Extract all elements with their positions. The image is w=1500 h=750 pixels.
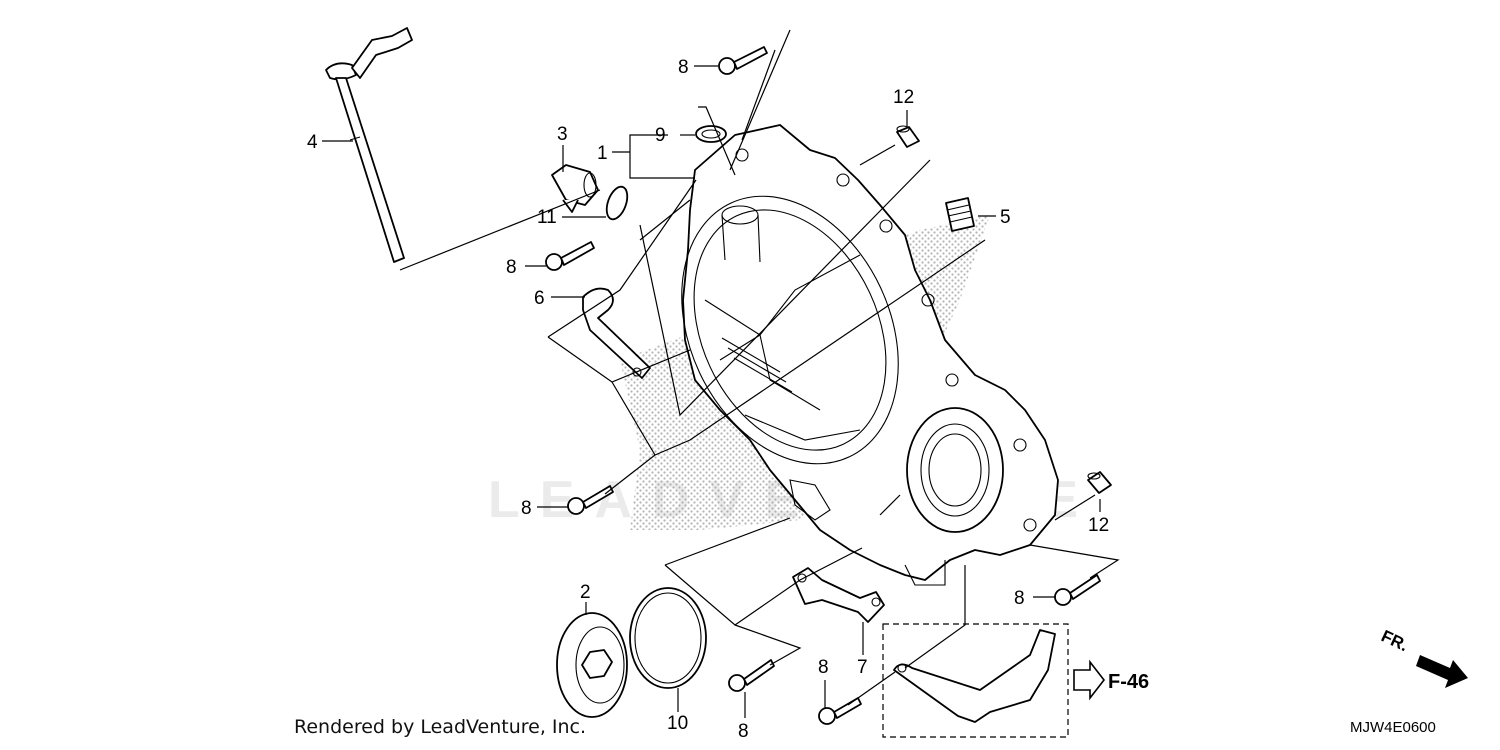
callout-5: 5 bbox=[1000, 207, 1011, 228]
leader-lines bbox=[322, 29, 1120, 718]
callout-8-right: 8 bbox=[1014, 588, 1025, 609]
clamp-stay[interactable] bbox=[582, 287, 651, 379]
callout-7: 7 bbox=[857, 657, 868, 678]
reference-arrow[interactable]: F-46 bbox=[1073, 659, 1149, 701]
callout-6: 6 bbox=[534, 288, 545, 309]
bolt-right[interactable] bbox=[1054, 574, 1101, 606]
footer-credit: Rendered by LeadVenture, Inc. bbox=[294, 716, 587, 738]
oil-filler-cap[interactable] bbox=[551, 164, 599, 213]
callout-1: 1 bbox=[597, 143, 608, 164]
callout-9: 9 bbox=[655, 125, 666, 146]
callout-10: 10 bbox=[667, 713, 688, 734]
bolt-bottom-middle[interactable] bbox=[818, 697, 862, 725]
bolt-left-lower[interactable] bbox=[567, 485, 614, 515]
seal-ring[interactable] bbox=[695, 125, 727, 143]
spring[interactable] bbox=[945, 197, 975, 232]
o-ring-small[interactable] bbox=[603, 184, 632, 222]
o-ring-large[interactable] bbox=[629, 587, 707, 689]
clutch-cover[interactable] bbox=[640, 124, 1059, 586]
callout-12-lower: 12 bbox=[1088, 515, 1109, 536]
callout-8-bottom-middle: 8 bbox=[818, 657, 829, 678]
callout-8-bottom-left: 8 bbox=[738, 721, 749, 742]
front-label: FR. bbox=[1378, 626, 1411, 655]
dowel-pin-upper[interactable] bbox=[896, 125, 920, 148]
reference-label: F-46 bbox=[1108, 671, 1149, 693]
front-direction-indicator: FR. bbox=[1378, 626, 1468, 688]
front-arrow-icon bbox=[1416, 655, 1468, 688]
callouts: 1 2 3 4 5 6 7 9 10 11 12 12 8 8 8 8 8 8 … bbox=[307, 57, 1109, 742]
callout-12-upper: 12 bbox=[893, 87, 914, 108]
bolt-left-upper[interactable] bbox=[545, 241, 595, 271]
callout-8-left-lower: 8 bbox=[521, 498, 532, 519]
bolt-bottom-left[interactable] bbox=[728, 659, 775, 692]
bolt-top[interactable] bbox=[718, 46, 768, 75]
shift-shaft[interactable] bbox=[325, 27, 413, 263]
callout-8-top: 8 bbox=[678, 57, 689, 78]
reference-part-box bbox=[882, 623, 1069, 738]
callout-4: 4 bbox=[307, 132, 318, 153]
callout-11: 11 bbox=[537, 207, 557, 228]
callout-3: 3 bbox=[557, 124, 568, 145]
callout-8-left-upper: 8 bbox=[506, 257, 517, 278]
clutch-cap[interactable] bbox=[556, 612, 628, 718]
dowel-pin-lower[interactable] bbox=[1087, 471, 1112, 494]
diagram-code: MJW4E0600 bbox=[1350, 719, 1436, 736]
callout-2: 2 bbox=[580, 582, 591, 603]
bracket[interactable] bbox=[792, 567, 885, 623]
